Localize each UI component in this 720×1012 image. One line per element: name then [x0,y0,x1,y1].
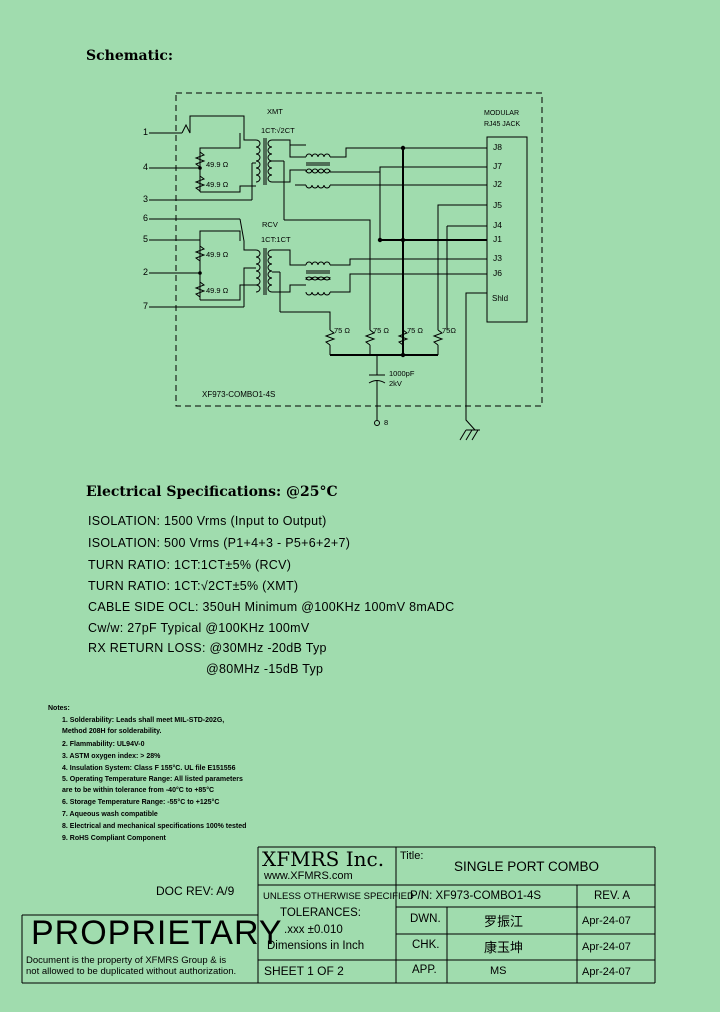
note-line-2: Method 208H for solderability. [62,728,162,735]
revision: REV. A [594,890,631,902]
drawn-by-name: 罗振江 [484,914,524,929]
note-line-10: 8. Electrical and mechanical specificati… [62,823,247,830]
jack-pin-j8: J8 [493,142,502,152]
spec-line-1: ISOLATION: 1500 Vrms (Input to Output) [88,514,327,528]
sheet-number: SHEET 1 OF 2 [264,964,344,978]
note-line-9: 7. Aqueous wash compatible [62,811,158,818]
resistor-label-3: 49.9 Ω [206,250,229,259]
title-label: Title: [400,850,424,862]
pin-5-label: 5 [143,234,149,244]
jack-title-1: MODULAR [484,110,520,117]
resistor-label-2: 49.9 Ω [206,180,229,189]
rcv-label: RCV [262,220,278,229]
approved-by-name: MS [490,965,507,977]
note-line-6: 5. Operating Temperature Range: All list… [62,776,243,783]
spec-line-8: @80MHz -15dB Typ [206,662,324,676]
tolerance-line-1: UNLESS OTHERWISE SPECIFIED [263,891,414,902]
drawn-by-label: DWN. [410,913,441,925]
tolerance-line-3: .xxx ±0.010 [284,924,343,936]
proprietary-line-1: Document is the property of XFMRS Group … [26,955,227,966]
drawing-title: SINGLE PORT COMBO [454,859,600,874]
jack-pin-j2: J2 [493,179,502,189]
resistor-label-4: 49.9 Ω [206,286,229,295]
jack-title-2: RJ45 JACK [484,121,521,128]
xmt-ratio-label: 1CT:√2CT [261,126,295,135]
proprietary-label: PROPRIETARY [31,914,283,952]
termination-label-2: 75 Ω [373,326,390,335]
pin-6-label: 6 [143,213,149,223]
schematic-diagram [149,92,543,441]
note-line-11: 9. RoHS Compliant Component [62,835,166,842]
note-line-8: 6. Storage Temperature Range: -55°C to +… [62,799,220,806]
pin-3-label: 3 [143,194,149,204]
approved-date: Apr-24-07 [582,966,631,978]
jack-pin-j5: J5 [493,200,502,210]
notes-title: Notes: [48,705,70,712]
pin-7-label: 7 [143,301,149,311]
resistor-label-1: 49.9 Ω [206,160,229,169]
note-line-7: are to be within tolerance from -40°C to… [62,787,215,794]
jack-pin-j3: J3 [493,253,502,263]
termination-label-1: 75 Ω [334,326,351,335]
electrical-title: Electrical Specifications: @25°C [86,484,338,500]
checked-by-label: CHK. [412,939,440,951]
doc-rev: DOC REV: A/9 [156,884,235,898]
note-line-4: 3. ASTM oxygen index: > 28% [62,753,161,760]
rcv-ratio-label: 1CT:1CT [261,235,291,244]
jack-pin-j1: J1 [493,234,502,244]
note-line-5: 4. Insulation System: Class F 155°C. UL … [62,765,236,772]
company-name: XFMRS Inc. [262,847,385,871]
termination-label-3: 75 Ω [407,326,424,335]
note-line-3: 2. Flammability: UL94V-0 [62,741,145,748]
spec-line-2: ISOLATION: 500 Vrms (P1+4+3 - P5+6+2+7) [88,536,351,550]
approved-by-label: APP. [412,964,437,976]
checked-by-name: 康玉坤 [484,940,524,955]
jack-shield-label: Shld [492,294,509,303]
spec-line-6: Cw/w: 27pF Typical @100KHz 100mV [88,621,310,635]
spec-line-3: TURN RATIO: 1CT:1CT±5% (RCV) [88,558,292,572]
spec-line-4: TURN RATIO: 1CT:√2CT±5% (XMT) [88,579,299,593]
schematic-title: Schematic: [86,48,174,64]
pin-2-label: 2 [143,267,149,277]
capacitor-label: 1000pF [389,369,415,378]
proprietary-line-2: not allowed to be duplicated without aut… [26,966,237,977]
xmt-label: XMT [267,107,283,116]
drawn-date: Apr-24-07 [582,915,631,927]
jack-pin-j7: J7 [493,161,502,171]
checked-date: Apr-24-07 [582,941,631,953]
spec-line-7: RX RETURN LOSS: @30MHz -20dB Typ [88,641,327,655]
part-number: P/N: XF973-COMBO1-4S [410,890,542,902]
termination-label-4: 75Ω [442,326,456,335]
tolerance-line-4: Dimensions in Inch [267,940,365,952]
jack-pin-j6: J6 [493,268,502,278]
spec-line-5: CABLE SIDE OCL: 350uH Minimum @100KHz 10… [88,600,455,614]
pin-1-label: 1 [143,127,149,137]
note-line-1: 1. Solderability: Leads shall meet MIL-S… [62,717,225,724]
ground-pin-label: 8 [384,418,389,427]
tolerance-line-2: TOLERANCES: [280,907,361,919]
capacitor-voltage-label: 2kV [389,379,402,388]
pin-4-label: 4 [143,162,149,172]
company-website: www.XFMRS.com [264,870,353,882]
part-number-label: XF973-COMBO1-4S [202,390,276,399]
jack-pin-j4: J4 [493,220,502,230]
